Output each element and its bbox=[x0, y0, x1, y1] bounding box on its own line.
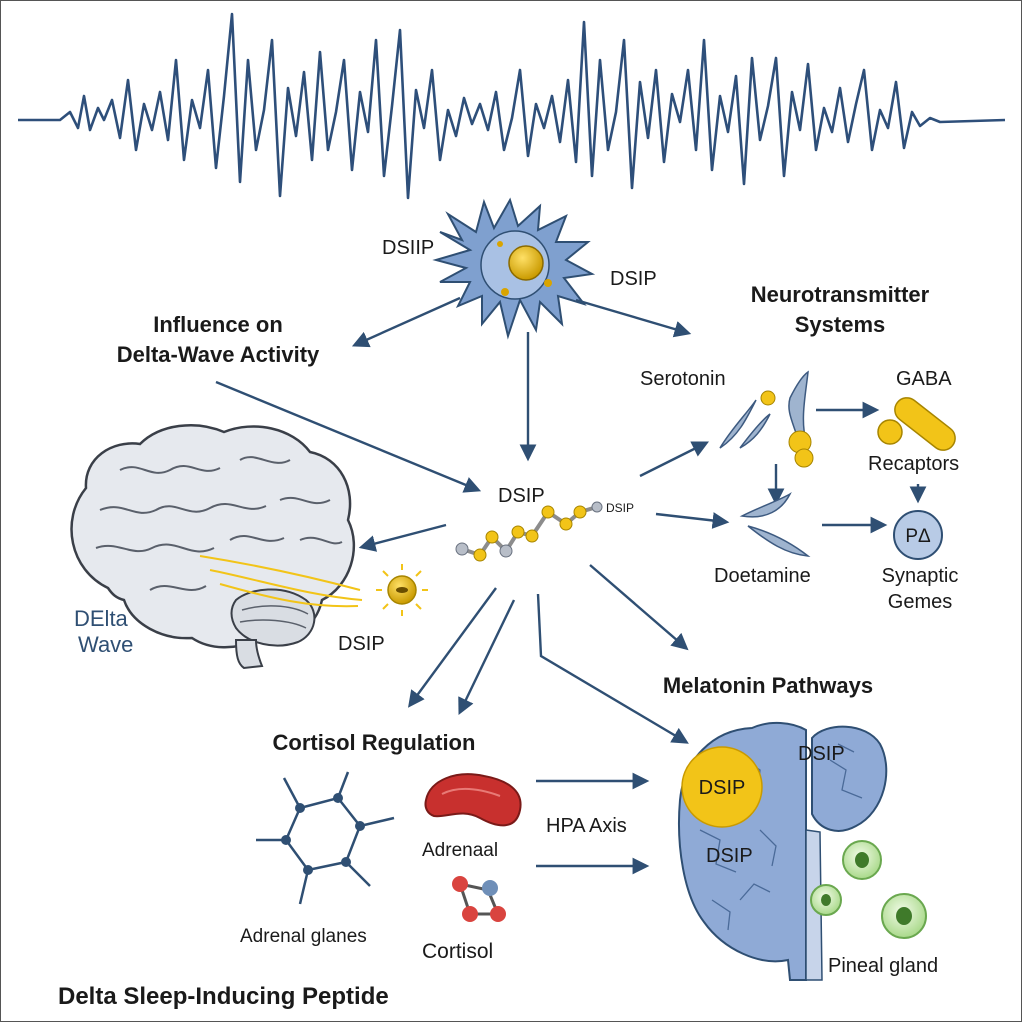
dsip-signal-burst bbox=[376, 564, 428, 616]
arrow-neuron-to-delta bbox=[351, 296, 461, 348]
pineal-dsip-circle bbox=[681, 746, 763, 828]
adrenaal-label: Adrenaal bbox=[422, 840, 498, 861]
pineal-dsip-top-label: DSIP bbox=[798, 743, 845, 765]
pineal-gland-label: Pineal gland bbox=[828, 955, 938, 977]
recaptors-label: Recaptors bbox=[868, 453, 959, 475]
arrow-center-to-melatonin bbox=[589, 564, 689, 651]
arrow-center-to-doetamine bbox=[655, 512, 730, 529]
serotonin-molecule bbox=[719, 370, 814, 468]
pineal-dsip-mid-label: DSIP bbox=[706, 845, 753, 867]
section-neuro-line2: Systems bbox=[795, 312, 886, 337]
synaptic-line1: Synaptic bbox=[882, 565, 959, 587]
eeg-wave-trace bbox=[18, 12, 1006, 200]
synaptic-line2: Gemes bbox=[888, 591, 952, 613]
brain-wave-label-line2: Wave bbox=[78, 632, 133, 657]
arrow-center-to-serotonin bbox=[639, 441, 710, 478]
section-neuro-line1: Neurotransmitter bbox=[751, 282, 930, 307]
section-delta-line2: Delta-Wave Activity bbox=[117, 342, 320, 367]
arrow-center-to-pineal bbox=[536, 593, 689, 744]
diagram-title: Delta Sleep-Inducing Peptide bbox=[58, 983, 389, 1010]
arrow-delta-to-center bbox=[215, 380, 482, 493]
pineal-dsip-circle-label: DSIP bbox=[699, 777, 746, 799]
neuron-label-left: DSIIP bbox=[382, 237, 434, 259]
cortisol-molecule bbox=[452, 876, 506, 922]
neuron-label-right: DSIP bbox=[610, 268, 657, 290]
arrow-center-to-cortisol-1 bbox=[408, 587, 497, 708]
arrow-neuron-to-neuro bbox=[575, 298, 692, 338]
synaptic-pd-symbol: PΔ bbox=[905, 526, 931, 547]
section-delta-line1: Influence on bbox=[153, 312, 283, 337]
peptide-chain bbox=[455, 501, 603, 562]
cortisol-regulation-heading: Cortisol Regulation bbox=[273, 730, 476, 755]
neuron-cell bbox=[432, 197, 596, 340]
center-peptide-label: DSIP bbox=[498, 485, 545, 507]
brain-illustration bbox=[70, 424, 363, 670]
serotonin-label: Serotonin bbox=[640, 368, 726, 390]
melatonin-pathways-heading: Melatonin Pathways bbox=[663, 673, 873, 698]
center-peptide-small-label: DSIP bbox=[606, 501, 634, 515]
cortisol-label: Cortisol bbox=[422, 940, 493, 963]
brain-dsip-label: DSIP bbox=[338, 633, 385, 655]
adrenal-organ bbox=[424, 773, 522, 827]
hexagon-molecule bbox=[256, 771, 395, 905]
gaba-label: GABA bbox=[896, 368, 952, 390]
doetamine-molecule bbox=[739, 492, 811, 557]
brain-wave-label-line1: DElta bbox=[74, 606, 129, 631]
connector-arrows bbox=[215, 296, 927, 875]
doetamine-label: Doetamine bbox=[714, 565, 811, 587]
adrenal-glanes-label: Adrenal glanes bbox=[240, 926, 367, 947]
arrow-center-to-brain bbox=[358, 523, 447, 552]
arrow-center-to-cortisol-2 bbox=[458, 599, 516, 716]
gaba-molecule bbox=[877, 397, 956, 451]
synaptic-pd-circle bbox=[893, 510, 943, 560]
neuron-nucleus bbox=[508, 245, 544, 281]
hpa-axis-label: HPA Axis bbox=[546, 815, 627, 837]
pineal-cells bbox=[810, 840, 927, 939]
